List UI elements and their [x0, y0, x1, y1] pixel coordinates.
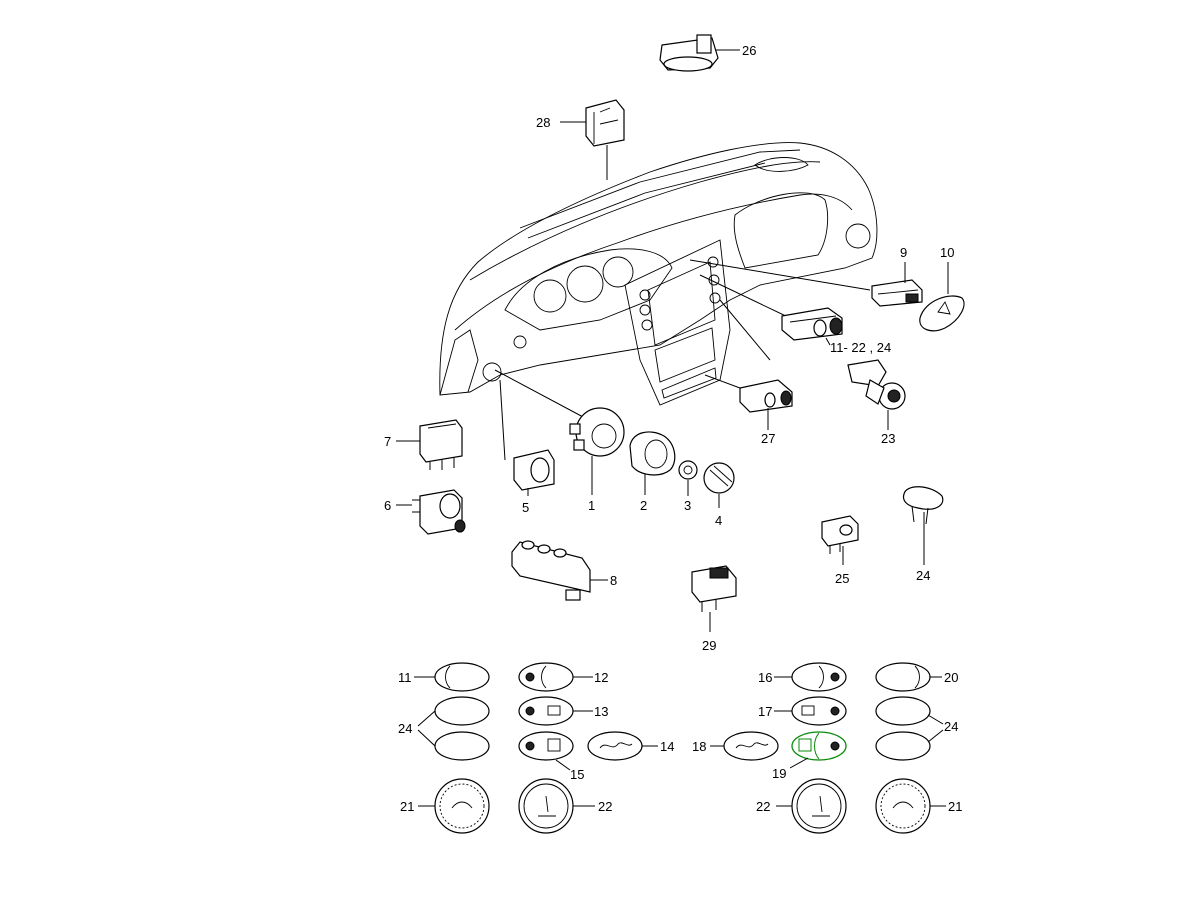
callout-2: 2	[640, 498, 647, 513]
callout-26: 26	[742, 43, 756, 58]
callout-24-right: 24	[944, 719, 958, 734]
part-5-switch	[513, 449, 555, 491]
part-23-switch	[847, 359, 906, 410]
part-3-nut	[678, 460, 698, 480]
part-7-relay	[419, 419, 463, 470]
cap-24-left-lower	[434, 731, 490, 761]
part-2-ring	[629, 431, 676, 476]
callout-24-mid-right: 24	[916, 568, 930, 583]
callout-23: 23	[881, 431, 895, 446]
cap-20	[875, 662, 931, 692]
callout-1: 1	[588, 498, 595, 513]
callout-21-left: 21	[400, 799, 414, 814]
knob-21-left	[434, 778, 490, 834]
cap-24-right-upper	[875, 696, 931, 726]
callout-17: 17	[758, 704, 772, 719]
dashboard-illustration	[439, 142, 878, 461]
callout-11: 11	[398, 670, 412, 685]
callout-11-22-24: 11- 22 , 24	[830, 340, 891, 355]
part-6-switch	[412, 489, 466, 535]
callout-3: 3	[684, 498, 691, 513]
part-10-hazard-switch	[919, 295, 965, 332]
part-8-switch-block	[511, 540, 591, 601]
callout-7: 7	[384, 434, 391, 449]
callout-13: 13	[594, 704, 608, 719]
callout-9: 9	[900, 245, 907, 260]
callout-5: 5	[522, 500, 529, 515]
part-11-22-switch-housing	[781, 307, 843, 341]
callout-21-right: 21	[948, 799, 962, 814]
part-27-switch	[739, 379, 793, 413]
cap-11	[434, 662, 490, 692]
callout-15: 15	[570, 767, 584, 782]
callout-16: 16	[758, 670, 772, 685]
callout-4: 4	[715, 513, 722, 528]
knob-22-left	[518, 778, 574, 834]
callout-6: 6	[384, 498, 391, 513]
knob-21-right	[875, 778, 931, 834]
knob-22-right	[791, 778, 847, 834]
part-4-knob	[703, 462, 735, 494]
callout-22-left: 22	[598, 799, 612, 814]
callout-19: 19	[772, 766, 786, 781]
part-28-module	[585, 99, 625, 147]
part-9-switch	[871, 279, 923, 307]
callout-25: 25	[835, 571, 849, 586]
callout-12: 12	[594, 670, 608, 685]
callout-24-left: 24	[398, 721, 412, 736]
part-29-switch	[691, 565, 737, 612]
part-26-sensor	[659, 34, 719, 72]
cap-18	[723, 731, 779, 761]
callout-29: 29	[702, 638, 716, 653]
callout-8: 8	[610, 573, 617, 588]
cap-24-left-upper	[434, 696, 490, 726]
cap-24-right-lower	[875, 731, 931, 761]
cap-14	[587, 731, 643, 761]
part-1-ignition-switch	[569, 407, 625, 457]
callout-27: 27	[761, 431, 775, 446]
callout-28: 28	[536, 115, 550, 130]
callout-18: 18	[692, 739, 706, 754]
callout-14: 14	[660, 739, 674, 754]
part-24-blank-cover	[902, 486, 944, 525]
callout-10: 10	[940, 245, 954, 260]
callout-20: 20	[944, 670, 958, 685]
part-25-switch	[821, 515, 859, 554]
callout-22-right: 22	[756, 799, 770, 814]
